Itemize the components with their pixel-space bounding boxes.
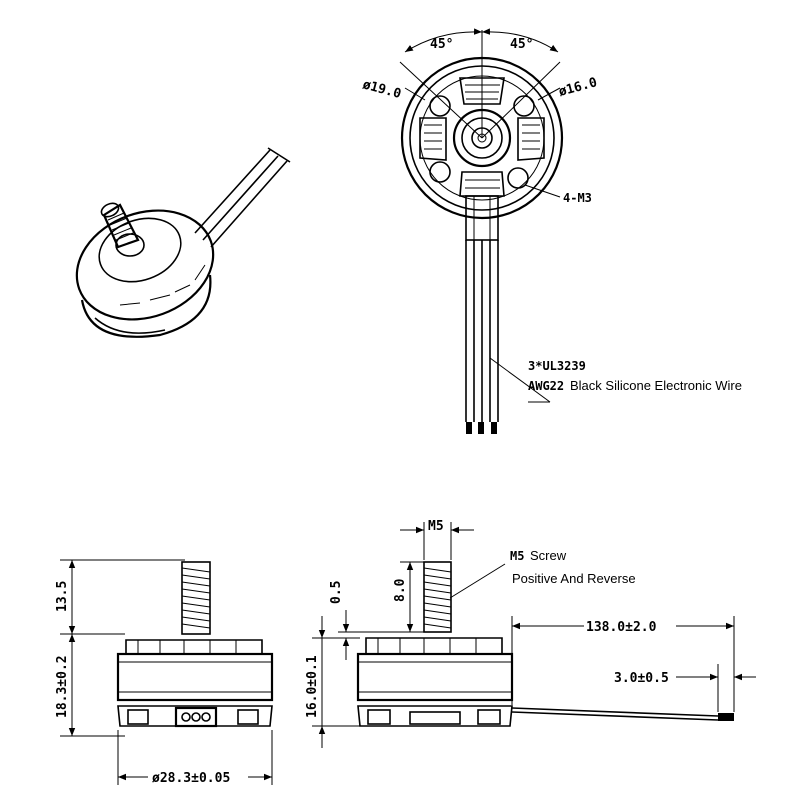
- gap-label: 0.5: [329, 581, 344, 604]
- angle-right-label: 45°: [510, 37, 533, 52]
- strip-length-label: 3.0±0.5: [614, 671, 669, 686]
- front-body-height-label: 18.3±0.2: [55, 655, 70, 718]
- diameter-outer-label: ø19.0: [361, 77, 403, 102]
- side-view: M5 M5 Screw Positive And Reverse 8.0 0.5: [305, 519, 756, 748]
- wire-length-label: 138.0±2.0: [586, 620, 657, 635]
- wire-spec-line1: 3*UL3239: [528, 359, 586, 373]
- front-view: 13.5 18.3±0.2 ø28.3±0.05: [55, 559, 274, 786]
- shaft-length-label: 13.5: [55, 581, 70, 612]
- screw-subtitle: Positive And Reverse: [512, 571, 636, 586]
- screw-label-code: M5: [510, 549, 524, 563]
- thread-size-label: M5: [428, 519, 444, 534]
- diameter-inner-label: ø16.0: [557, 75, 599, 100]
- holes-label: 4-M3: [563, 191, 592, 205]
- isometric-view: [75, 147, 291, 338]
- thread-length-label: 8.0: [393, 578, 408, 602]
- top-view: 45° 45° ø19.0 ø16.0 4-M3: [361, 28, 742, 434]
- screw-label-text: Screw: [530, 548, 567, 563]
- wire-spec-description: Black Silicone Electronic Wire: [570, 378, 742, 393]
- diameter-label: ø28.3±0.05: [152, 771, 230, 786]
- wire-spec-code: AWG22: [528, 379, 564, 393]
- side-body-height-label: 16.0±0.1: [305, 655, 320, 718]
- angle-left-label: 45°: [430, 37, 453, 52]
